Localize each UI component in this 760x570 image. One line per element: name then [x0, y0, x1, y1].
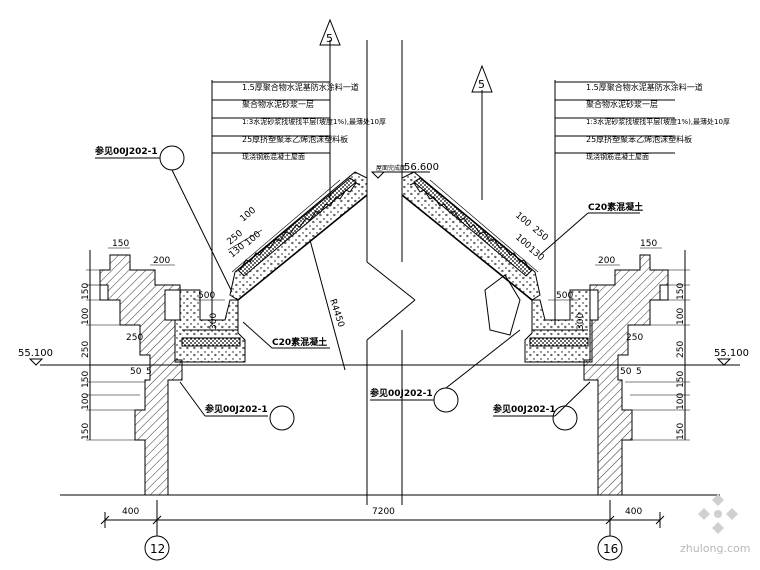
dim-l-150c: 150 — [81, 423, 91, 440]
dim-400-right: 400 — [625, 507, 642, 517]
right-layer-1: 1.5厚聚合物水泥基防水涂料一道 — [586, 82, 703, 92]
elevation-ridge: 屋面完成面 56.600 — [370, 162, 439, 179]
dim-r-250slope: 250 — [530, 225, 550, 244]
watermark-text: zhulong.com — [680, 542, 750, 555]
dim-r-250small: 250 — [626, 333, 643, 343]
dim-r-5: 5 — [636, 367, 642, 377]
dim-l-100slope: 100 — [239, 205, 259, 224]
dim-r-130: 130 — [526, 245, 546, 264]
ref-callout-c: 参见00J202-1 — [370, 329, 521, 413]
dim-7200: 7200 — [372, 507, 395, 517]
svg-text:55.100: 55.100 — [714, 348, 749, 359]
dim-r-250: 250 — [676, 341, 686, 358]
left-top-dims — [108, 229, 263, 301]
left-layer-leader — [211, 40, 331, 325]
right-top-dims — [548, 247, 662, 301]
ref-callout-a: 参见00J202-1 — [95, 145, 233, 293]
dim-r-100b: 100 — [676, 393, 686, 410]
dim-r-150b: 150 — [676, 371, 686, 388]
dim-r-500: 500 — [556, 291, 573, 301]
right-layer-leader — [481, 80, 675, 325]
left-roof-slope — [229, 171, 368, 301]
right-layer-5: 现浇钢筋混凝土屋面 — [586, 152, 649, 161]
left-layer-2: 聚合物水泥砂浆一层 — [242, 99, 314, 109]
left-layer-4: 25厚挤塑聚苯乙烯泡沫塑料板 — [242, 134, 348, 144]
svg-text:16: 16 — [603, 542, 618, 556]
right-layer-3: 1:3水泥砂浆找坡找平层(坡度1%),最薄处10厚 — [586, 117, 730, 126]
dim-l-100a: 100 — [81, 308, 91, 325]
svg-text:5: 5 — [326, 32, 333, 45]
dim-r-300: 300 — [576, 313, 586, 330]
elevation-right: 55.100 — [714, 348, 749, 366]
svg-text:56.600: 56.600 — [404, 162, 439, 173]
right-gutter — [524, 289, 593, 363]
dim-r-top200: 200 — [598, 256, 615, 266]
dim-l-50: 50 — [130, 367, 142, 377]
dim-400-left: 400 — [122, 507, 139, 517]
dim-r-50: 50 — [620, 367, 632, 377]
right-roof-slope — [401, 171, 541, 336]
axis-bubble-right: 16 — [597, 528, 623, 561]
ref-callout-d: 参见00J202-1 — [493, 381, 591, 431]
ref-callout-b: 参见00J202-1 — [179, 381, 295, 431]
c20-label-right: C20素混凝土 — [539, 201, 643, 256]
dim-l-top150: 150 — [112, 239, 129, 249]
dim-r-150c: 150 — [676, 423, 686, 440]
left-layer-5: 现浇钢筋混凝土屋面 — [242, 152, 305, 161]
svg-text:C20素混凝土: C20素混凝土 — [588, 201, 643, 213]
right-vertical-dims — [620, 250, 690, 441]
svg-text:屋面完成面: 屋面完成面 — [376, 164, 406, 172]
dim-l-300: 300 — [209, 313, 219, 330]
svg-text:55.100: 55.100 — [18, 348, 53, 359]
svg-text:参见00J202-1: 参见00J202-1 — [493, 403, 556, 415]
svg-text:C20素混凝土: C20素混凝土 — [272, 336, 327, 348]
left-gutter — [174, 289, 246, 363]
radius-label: R4450 — [309, 239, 346, 371]
svg-text:参见00J202-1: 参见00J202-1 — [95, 145, 158, 157]
dim-r-100slope: 100 — [513, 211, 533, 230]
dim-l-150b: 150 — [81, 371, 91, 388]
svg-text:5: 5 — [478, 78, 485, 91]
dim-l-100slope2: 100 — [244, 229, 264, 248]
section-mark-left: 5 — [319, 18, 341, 46]
left-vertical-dims — [86, 250, 150, 441]
elevation-left: 55.100 — [18, 348, 53, 366]
dim-l-250: 250 — [81, 341, 91, 358]
dim-l-5: 5 — [146, 367, 152, 377]
section-mark-right: 5 — [471, 64, 493, 93]
dim-l-500: 500 — [198, 291, 215, 301]
dim-r-100a: 100 — [676, 308, 686, 325]
svg-text:参见00J202-1: 参见00J202-1 — [370, 387, 433, 399]
dim-l-150a: 150 — [81, 283, 91, 300]
axis-bubble-left: 12 — [144, 528, 170, 561]
bottom-dimension — [100, 500, 665, 528]
dim-r-150a: 150 — [676, 283, 686, 300]
left-layer-3: 1:3水泥砂浆找坡找平层(坡度1%),最薄处10厚 — [242, 117, 386, 126]
dim-l-250small: 250 — [126, 333, 143, 343]
right-layer-4: 25厚挤塑聚苯乙烯泡沫塑料板 — [586, 134, 692, 144]
dim-r-top150: 150 — [640, 239, 657, 249]
right-layer-2: 聚合物水泥砂浆一层 — [586, 99, 658, 109]
svg-text:12: 12 — [150, 542, 165, 556]
left-layer-1: 1.5厚聚合物水泥基防水涂料一道 — [242, 82, 359, 92]
dim-l-top200: 200 — [153, 256, 170, 266]
svg-text:参见00J202-1: 参见00J202-1 — [205, 403, 268, 415]
dim-l-100b: 100 — [81, 393, 91, 410]
watermark-logo — [698, 494, 738, 534]
c20-label-left: C20素混凝土 — [242, 321, 330, 349]
